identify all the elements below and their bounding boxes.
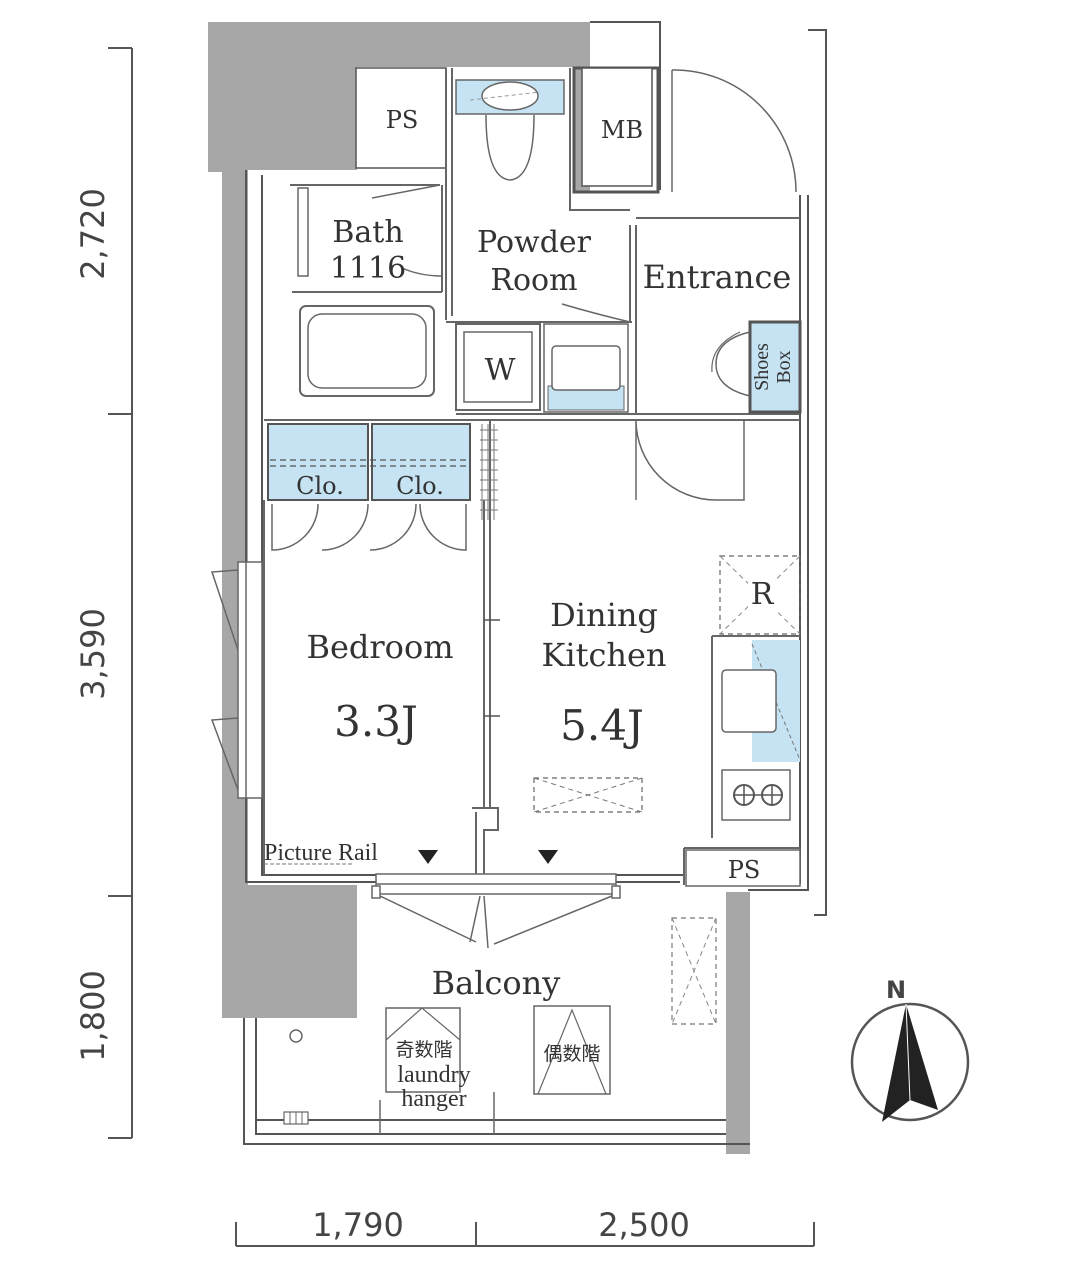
washer-label: W (485, 353, 516, 388)
hanger-left-jp: 奇数階 (395, 1039, 452, 1061)
bathroom: Bath 1116 (297, 184, 443, 397)
bedroom-label: Bedroom (306, 628, 453, 666)
dining-kitchen: Dining Kitchen 5.4J R PS (533, 555, 801, 887)
bath-label-1: Bath (332, 215, 403, 250)
bath-label-2: 1116 (330, 251, 406, 286)
powder-label-2: Room (490, 263, 577, 298)
pipe-shaft-top: PS (355, 67, 447, 169)
dim-left-bottom: 1,800 (74, 970, 112, 1062)
entrance-label: Entrance (643, 258, 792, 296)
closet-right-label: Clo. (396, 472, 444, 500)
powder-room: Powder Room W (455, 225, 631, 413)
bedroom-size: 3.3J (334, 697, 418, 746)
structural-walls (208, 22, 750, 1154)
meter-box: MB (572, 66, 660, 194)
balcony: Balcony 奇数階 laundry hanger 偶数階 (283, 917, 717, 1134)
bottom-dimension-line (235, 1222, 815, 1247)
hanger-label-3: hanger (401, 1086, 466, 1112)
mb-label: MB (601, 116, 643, 144)
fridge-label: R (751, 577, 775, 612)
partition-marks (484, 619, 500, 717)
balcony-door (371, 873, 621, 949)
interior-walls (263, 68, 800, 885)
picture-rail-label: Picture Rail (264, 840, 378, 866)
compass: N (850, 976, 970, 1122)
powder-label-1: Powder (477, 225, 592, 260)
ps-right-label: PS (728, 856, 761, 884)
shoes-box-label-2: Box (773, 350, 795, 383)
dim-left-top: 2,720 (74, 188, 112, 280)
compass-north-label: N (886, 976, 906, 1004)
balcony-label: Balcony (432, 964, 561, 1002)
left-windows (210, 561, 263, 799)
toilet (455, 79, 565, 181)
dim-left-mid: 3,590 (74, 608, 112, 700)
kitchen-size: 5.4J (560, 701, 644, 750)
dim-bottom-left: 1,790 (312, 1206, 404, 1244)
closets: Clo. Clo. (267, 423, 498, 551)
dining-label-1: Dining (550, 596, 658, 634)
closet-left-label: Clo. (296, 472, 344, 500)
dim-bottom-right: 2,500 (598, 1206, 690, 1244)
ps-top-label: PS (386, 106, 419, 134)
hanger-label-2: laundry (397, 1062, 470, 1088)
shoes-box-label-1: Shoes (751, 343, 773, 391)
entrance: Entrance Shoes Box (635, 69, 802, 501)
hanger-right-jp: 偶数階 (543, 1043, 600, 1065)
bedroom: Bedroom 3.3J Picture Rail (264, 628, 454, 866)
left-dimension-line (108, 47, 133, 1139)
dining-label-2: Kitchen (541, 636, 666, 674)
